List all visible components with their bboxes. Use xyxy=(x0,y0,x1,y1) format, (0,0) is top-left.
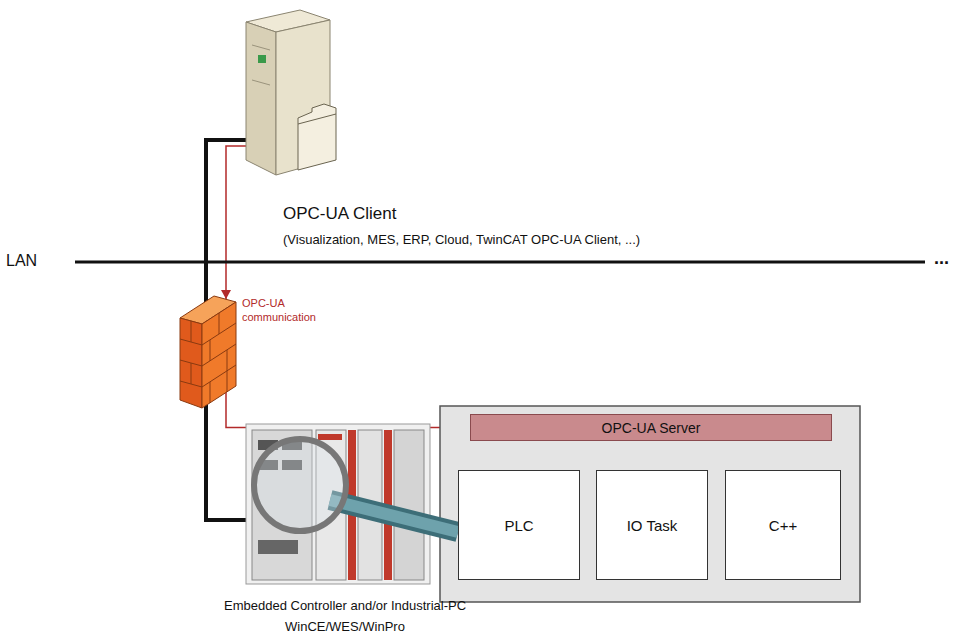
device-panel xyxy=(440,406,860,602)
node-label: OPC-UA Server xyxy=(602,420,701,436)
process-box: PLC xyxy=(458,470,580,580)
node-label: PLC xyxy=(504,517,533,534)
process-box: IO Task xyxy=(596,470,708,580)
edge-label: OPC-UA communication xyxy=(242,296,324,324)
node-heading: OPC-UA Client xyxy=(283,204,396,224)
lan-line xyxy=(75,261,925,264)
node-note: (Visualization, MES, ERP, Cloud, TwinCAT… xyxy=(283,232,640,247)
server-icon xyxy=(246,10,336,175)
network-label: LAN xyxy=(6,252,37,270)
server-bar: OPC-UA Server xyxy=(470,414,832,441)
controller-icon xyxy=(246,424,458,584)
node-label: IO Task xyxy=(627,517,678,534)
process-box: C++ xyxy=(725,470,841,580)
client-node: OPC-UA Client(Visualization, MES, ERP, C… xyxy=(246,6,332,176)
node-label: C++ xyxy=(769,517,797,534)
communication-arrow xyxy=(226,146,470,432)
device-caption: Embedded Controller and/or Industrial-PC xyxy=(224,598,466,613)
connector-line xyxy=(226,146,470,428)
device-caption: WinCE/WES/WinPro xyxy=(285,619,405,634)
continuation-mark: ... xyxy=(934,248,949,269)
firewall-icon xyxy=(180,290,236,408)
